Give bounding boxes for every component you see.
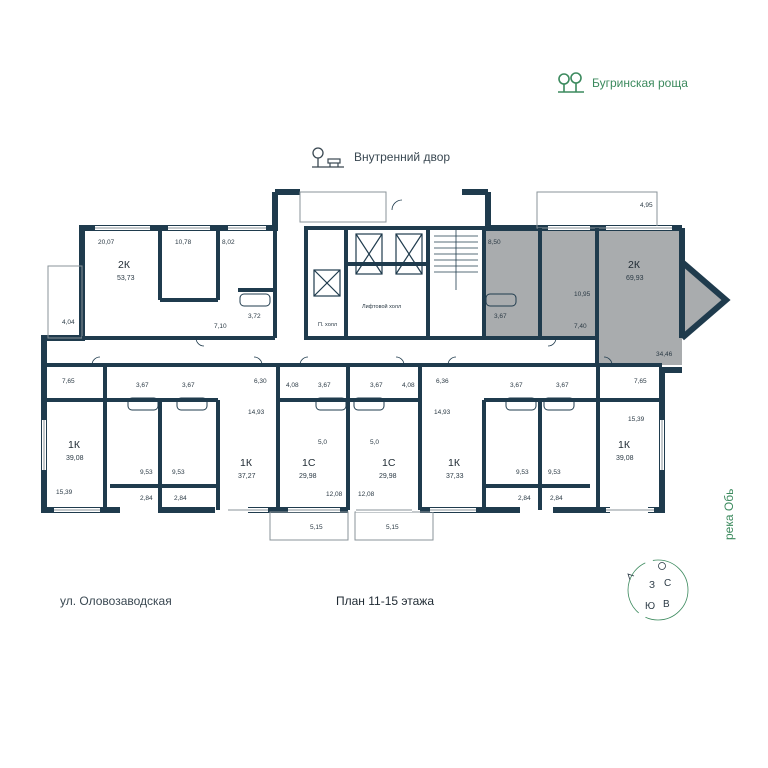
- room-area: 14,93: [434, 409, 451, 416]
- compass-east: В: [663, 599, 670, 610]
- internal-walls: [44, 226, 662, 510]
- room-area: 3,67: [136, 382, 149, 389]
- room-area: 9,53: [140, 469, 153, 476]
- room-area: 7,65: [634, 378, 647, 385]
- apt-label: 1С: [302, 457, 316, 469]
- room-area: 7,65: [62, 378, 75, 385]
- apt-area: 53,73: [117, 275, 135, 282]
- apt-label: 1С: [382, 457, 396, 469]
- river-label: река Обь: [722, 488, 736, 540]
- lift-shafts: [313, 233, 423, 297]
- room-area: 3,67: [370, 382, 383, 389]
- room-area: 9,53: [172, 469, 185, 476]
- brand-name: Бугринская роща: [592, 76, 688, 90]
- street-name: ул. Оловозаводская: [60, 594, 172, 608]
- room-area: 4,08: [402, 382, 415, 389]
- apt-label: 1К: [68, 439, 81, 451]
- room-area: 15,39: [56, 489, 73, 496]
- room-area: 5,0: [318, 439, 327, 446]
- apt-area: 29,98: [379, 473, 397, 480]
- window-glazing: [43, 227, 672, 511]
- room-area: 9,53: [516, 469, 529, 476]
- room-area: 8,02: [222, 239, 235, 246]
- apt-area: 29,98: [299, 473, 317, 480]
- room-area: 3,72: [248, 313, 261, 320]
- room-area: 2,84: [550, 495, 563, 502]
- room-area: 8,50: [488, 239, 501, 246]
- lift-hall-label: Лифтовой холл: [362, 303, 401, 310]
- room-area: 5,15: [310, 524, 323, 531]
- room-area: 4,04: [62, 319, 75, 326]
- apt-label: 2К: [628, 259, 641, 271]
- room-area: 3,67: [556, 382, 569, 389]
- apartment-labels: 2К 53,73 2К 69,93 1К 39,08 1К 37,27 1С 2…: [66, 259, 644, 480]
- compass-west: З: [649, 580, 655, 591]
- courtyard-icon: [312, 147, 344, 168]
- room-area: 6,30: [254, 378, 267, 385]
- apt-area: 39,08: [616, 455, 634, 462]
- room-area: 3,67: [510, 382, 523, 389]
- room-area: 4,08: [286, 382, 299, 389]
- room-area: 10,78: [175, 239, 192, 246]
- room-area: 14,93: [248, 409, 265, 416]
- apt-area: 37,27: [238, 473, 256, 480]
- compass-south: Ю: [645, 601, 655, 612]
- room-area: 5,0: [370, 439, 379, 446]
- selected-2k-area-right[interactable]: [597, 228, 726, 365]
- room-area: 2,84: [174, 495, 187, 502]
- compass-north: С: [664, 578, 671, 589]
- brand-logo: Бугринская роща: [556, 72, 688, 94]
- bathtubs: [127, 293, 575, 411]
- room-area: 4,95: [640, 202, 653, 209]
- room-area: 12,08: [358, 491, 375, 498]
- apt-label: 1К: [618, 439, 631, 451]
- plan-title: План 11-15 этажа: [336, 594, 434, 608]
- room-area: 9,53: [548, 469, 561, 476]
- room-area: 6,36: [436, 378, 449, 385]
- doors: [91, 199, 613, 366]
- room-area: 2,84: [140, 495, 153, 502]
- apt-label: 1К: [448, 457, 461, 469]
- apt-label: 1К: [240, 457, 253, 469]
- room-area: 7,40: [574, 323, 587, 330]
- room-area: 15,39: [628, 416, 645, 423]
- room-area: 3,67: [494, 313, 507, 320]
- compass-icon: З С Ю В: [627, 559, 689, 621]
- room-area: 2,84: [518, 495, 531, 502]
- room-area: 20,07: [98, 239, 115, 246]
- stairs: [434, 230, 478, 290]
- apt-area: 69,93: [626, 275, 644, 282]
- room-area: 3,67: [318, 382, 331, 389]
- room-area: 5,15: [386, 524, 399, 531]
- floor-hall-label: П. холл: [318, 322, 337, 328]
- apt-area: 39,08: [66, 455, 84, 462]
- apt-label: 2К: [118, 259, 131, 271]
- room-area: 10,95: [574, 291, 591, 298]
- room-area: 12,08: [326, 491, 343, 498]
- room-area: 7,10: [214, 323, 227, 330]
- tree-logo-icon: [558, 72, 584, 93]
- apt-area: 37,33: [446, 473, 464, 480]
- room-areas: 20,07 10,78 8,02 3,72 7,10 4,04 8,50 3,6…: [56, 202, 673, 531]
- room-area: 3,67: [182, 382, 195, 389]
- courtyard-label: Внутренний двор: [310, 145, 450, 169]
- room-area: 34,46: [656, 351, 673, 358]
- courtyard-text: Внутренний двор: [354, 150, 451, 164]
